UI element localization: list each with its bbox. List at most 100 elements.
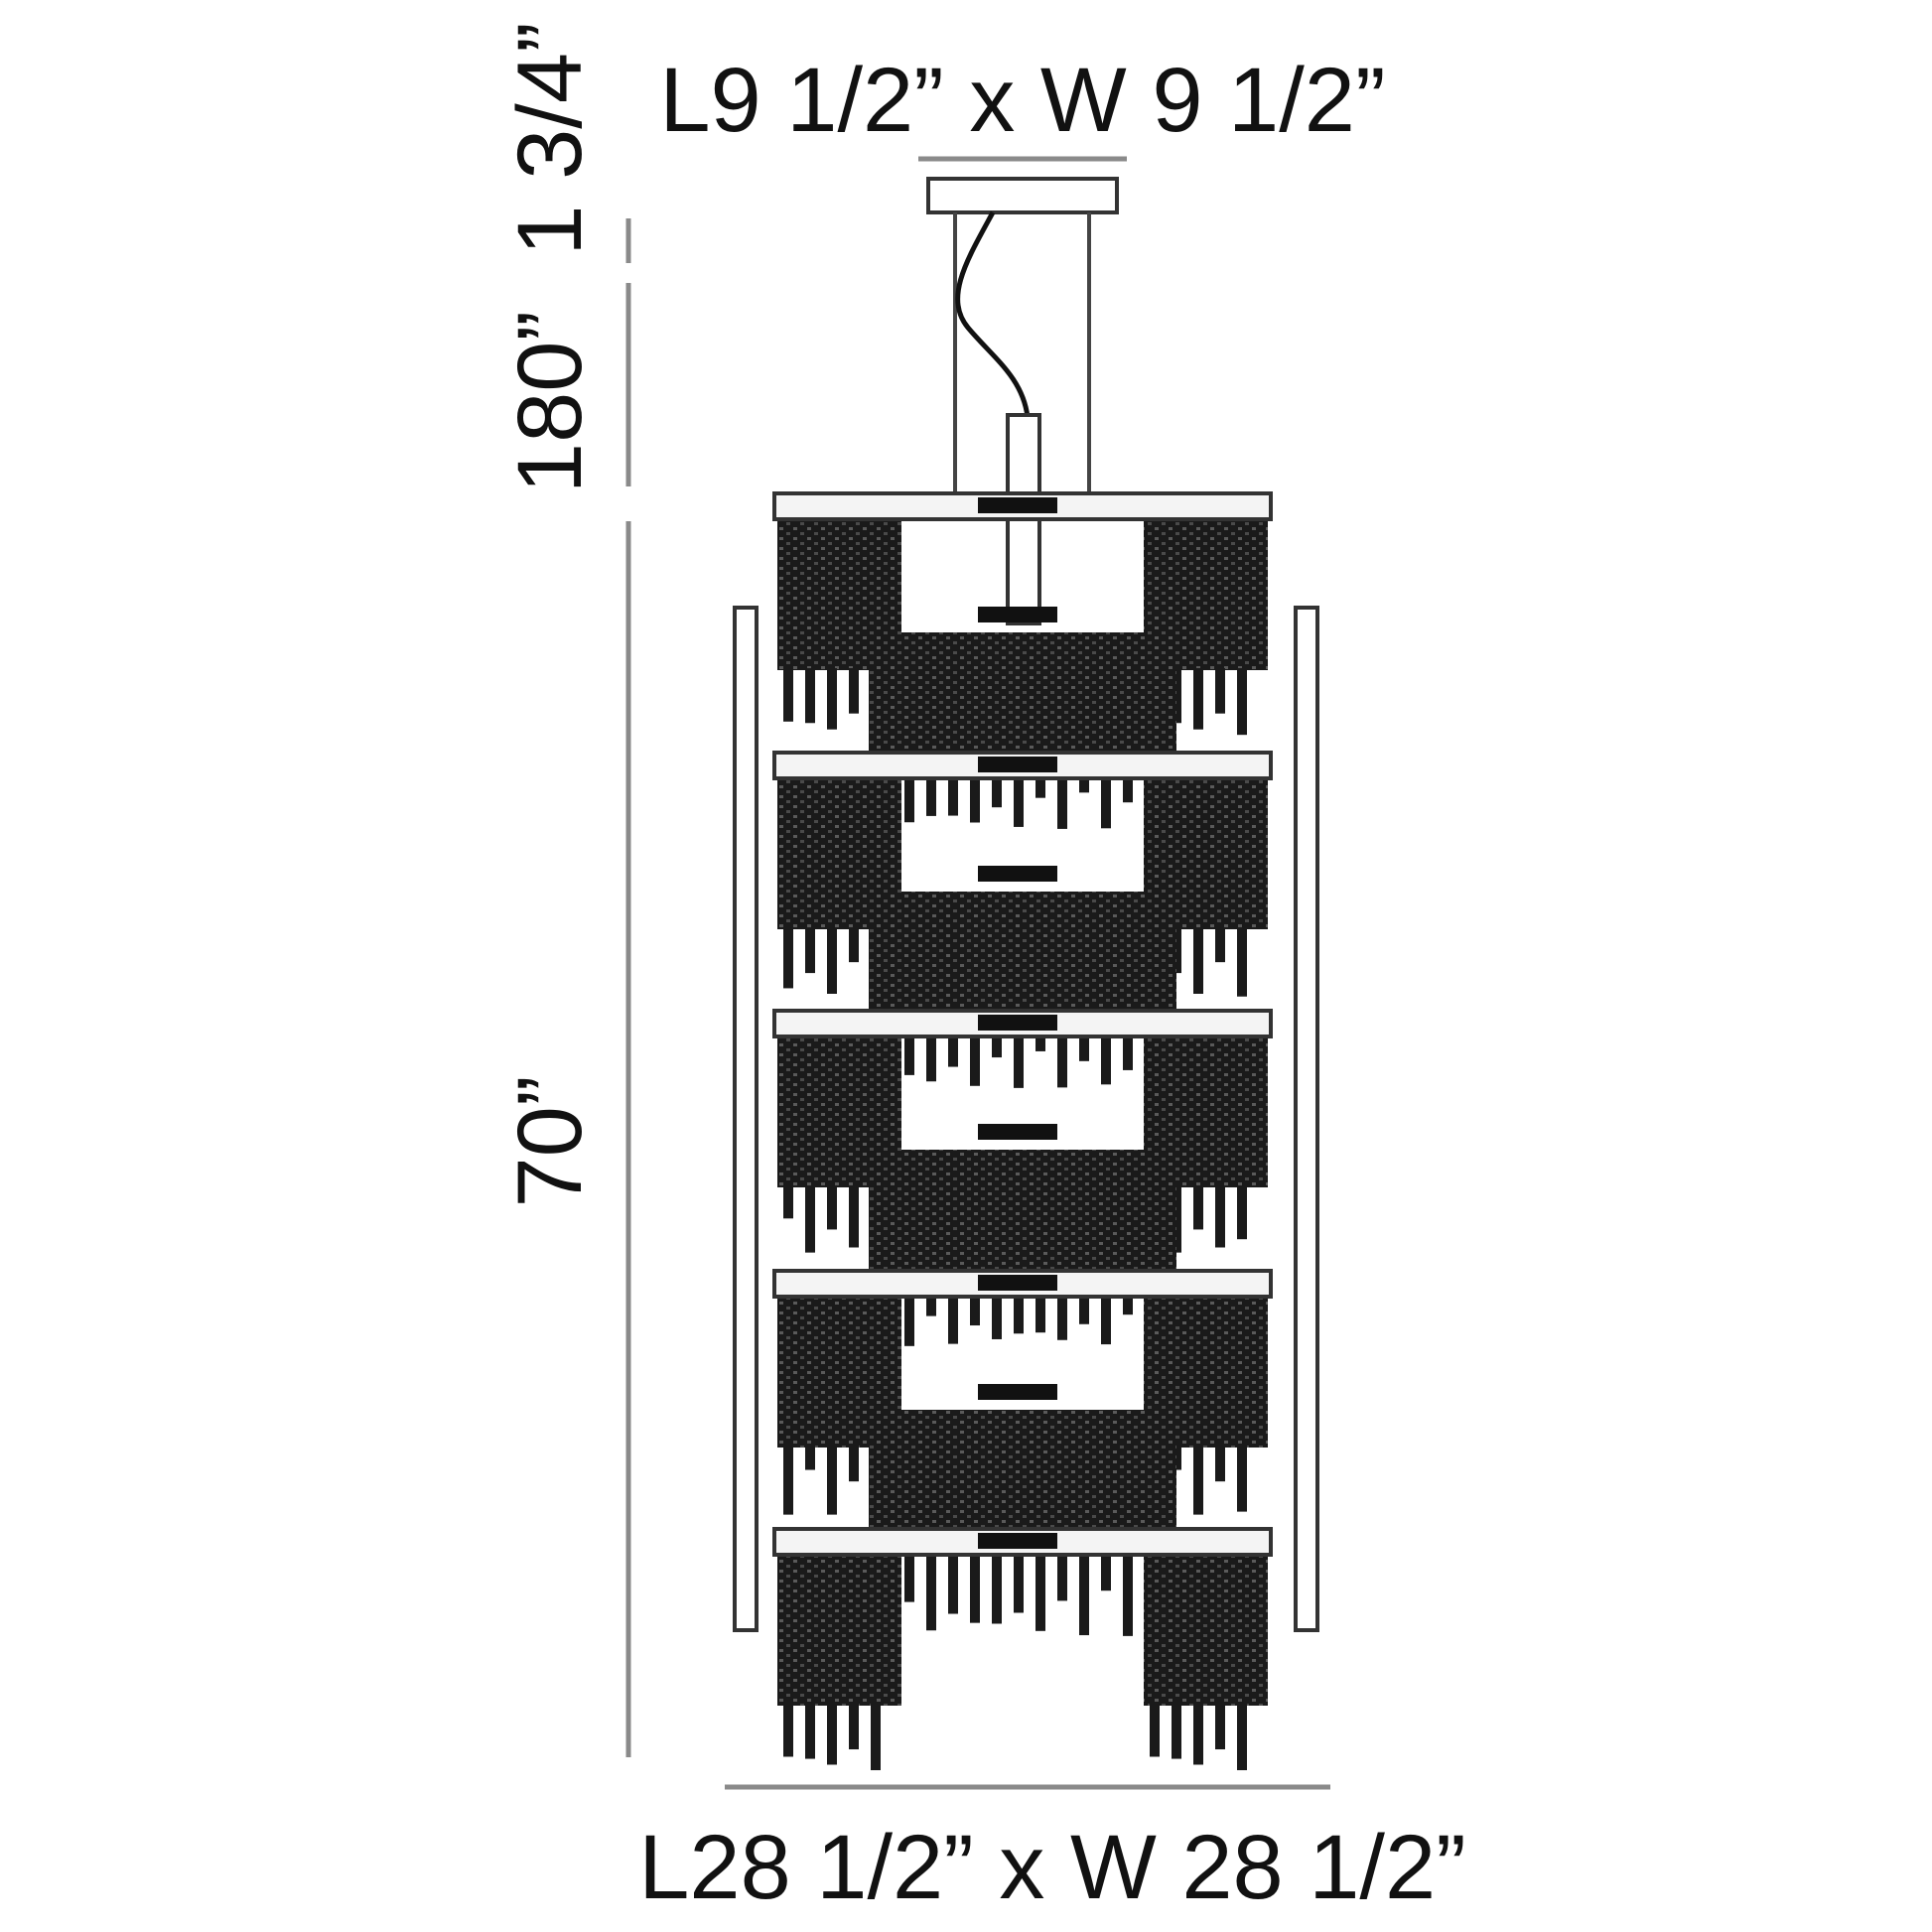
crystal-drop — [1014, 1287, 1024, 1334]
crystal-curtain-left — [777, 1557, 901, 1706]
crystal-drop — [1193, 668, 1203, 730]
crystal-drop — [904, 1287, 914, 1346]
power-cord — [955, 210, 1031, 418]
crystal-drop — [992, 1287, 1002, 1339]
crystal-drop — [1193, 927, 1203, 994]
cable-length-label: 180” — [499, 311, 601, 493]
side-post-left — [733, 606, 759, 1632]
crystal-drop — [948, 1557, 958, 1614]
crystal-curtain-center — [869, 1150, 1176, 1289]
crystal-drop — [1123, 769, 1133, 803]
crystal-drop — [1150, 1704, 1160, 1757]
crystal-drop — [948, 769, 958, 816]
inner-bracket — [978, 1124, 1057, 1140]
ring-bracket — [978, 1275, 1057, 1291]
crystal-drop — [805, 1446, 815, 1470]
crystal-drop — [1237, 1185, 1247, 1240]
crystal-drop — [1193, 1446, 1203, 1515]
crystal-drop — [1079, 1029, 1089, 1061]
crystal-drop — [871, 1704, 881, 1771]
crystal-drop — [1237, 1446, 1247, 1512]
crystal-drop — [805, 1704, 815, 1759]
crystal-drop — [1079, 1287, 1089, 1324]
crystal-drop — [970, 769, 980, 823]
crystal-drop — [992, 769, 1002, 808]
footprint-dimension-label: L28 1/2” x W 28 1/2” — [638, 1817, 1466, 1918]
canopy-dimension-label: L9 1/2” x W 9 1/2” — [659, 50, 1385, 151]
crystal-drop — [783, 668, 793, 722]
crystal-drop — [904, 769, 914, 823]
crystal-drop — [827, 927, 837, 994]
crystal-drop — [1101, 1557, 1111, 1588]
crystal-drop — [783, 1704, 793, 1757]
crystal-drop — [926, 1029, 936, 1082]
crystal-drop — [1035, 1029, 1045, 1051]
crystal-drop — [1215, 927, 1225, 963]
crystal-drop — [849, 668, 859, 714]
fixture-body — [733, 491, 1319, 1771]
crystal-drop — [948, 1287, 958, 1344]
crystal-drop — [1123, 1287, 1133, 1315]
crystal-drop — [904, 1029, 914, 1075]
crystal-drop — [1101, 769, 1111, 829]
crystal-drop — [970, 1557, 980, 1623]
crystal-drop — [1035, 769, 1045, 798]
crystal-drop — [805, 1185, 815, 1253]
canopy — [926, 177, 1119, 214]
crystal-drop — [1035, 1557, 1045, 1631]
crystal-drop — [1014, 1557, 1024, 1613]
crystal-drop — [1079, 1557, 1089, 1636]
crystal-drop — [1123, 1557, 1133, 1636]
crystal-drop — [992, 1029, 1002, 1058]
crystal-drop — [1237, 668, 1247, 736]
crystal-drop — [1193, 1704, 1203, 1765]
crystal-drop — [1101, 1029, 1111, 1085]
crystal-drop — [1079, 769, 1089, 793]
crystal-drop — [1215, 668, 1225, 714]
crystal-drop — [992, 1557, 1002, 1624]
crystal-curtain-center — [869, 1410, 1176, 1549]
crystal-drop — [1057, 1029, 1067, 1088]
ring-bracket — [978, 1015, 1057, 1031]
crystal-drop — [970, 1029, 980, 1086]
crystal-drop — [849, 1185, 859, 1248]
crystal-drop — [1193, 1185, 1203, 1230]
crystal-drop — [805, 668, 815, 724]
crystal-drop — [1014, 1029, 1024, 1088]
crystal-drop — [1057, 769, 1067, 829]
inner-bracket — [978, 607, 1057, 622]
crystal-drop — [849, 927, 859, 963]
crystal-drop — [849, 1704, 859, 1750]
crystal-drop — [1035, 1287, 1045, 1333]
crystal-drop — [926, 1557, 936, 1631]
crystal-drop — [1172, 1704, 1181, 1759]
crystal-drop — [827, 668, 837, 730]
crystal-drop — [948, 1029, 958, 1067]
crystal-drop — [926, 769, 936, 816]
crystal-drop — [1123, 1029, 1133, 1070]
crystal-drop — [926, 1287, 936, 1316]
crystal-drop — [827, 1446, 837, 1515]
crystal-drop — [1215, 1704, 1225, 1750]
crystal-drop — [849, 1446, 859, 1482]
crystal-curtain-center — [869, 632, 1176, 771]
crystal-drop — [1237, 1704, 1247, 1771]
crystal-curtain-center — [869, 892, 1176, 1031]
inner-bracket — [978, 1384, 1057, 1400]
crystal-drop — [805, 927, 815, 974]
crystal-drop — [904, 1557, 914, 1602]
crystal-curtain-right — [1144, 1557, 1268, 1706]
crystal-drop — [1237, 927, 1247, 997]
crystal-drop — [1215, 1185, 1225, 1248]
fixture-height-label: 70” — [499, 1076, 601, 1208]
crystal-drop — [1014, 769, 1024, 827]
ring-bracket — [978, 757, 1057, 772]
crystal-drop — [827, 1704, 837, 1765]
side-post-right — [1294, 606, 1319, 1632]
canopy-height-label: 1 3/4” — [499, 22, 601, 255]
crystal-drop — [783, 927, 793, 989]
crystal-drop — [827, 1185, 837, 1230]
crystal-drop — [1215, 1446, 1225, 1482]
crystal-drop — [1057, 1287, 1067, 1340]
